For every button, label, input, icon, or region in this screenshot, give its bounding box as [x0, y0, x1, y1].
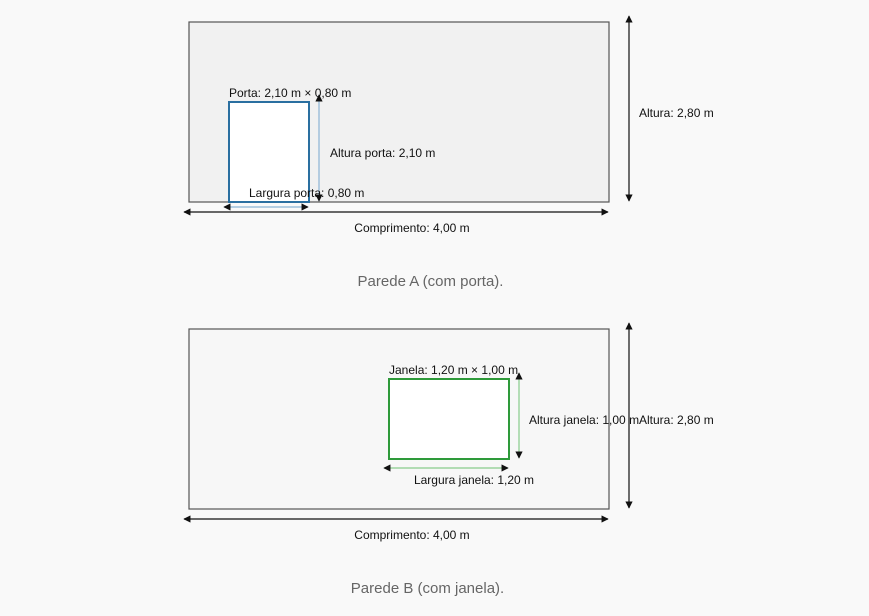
wall-a-length-label: Comprimento: 4,00 m — [354, 221, 469, 235]
wall-b-diagram: Janela: 1,20 m × 1,00 m Altura janela: 1… — [183, 322, 714, 542]
window-width-label: Largura janela: 1,20 m — [414, 473, 534, 487]
wall-a-caption: Parede A (com porta). — [357, 273, 504, 290]
window-label: Janela: 1,20 m × 1,00 m — [389, 363, 518, 377]
wall-b-height-label: Altura: 2,80 m — [639, 413, 714, 427]
wall-b-length-label: Comprimento: 4,00 m — [354, 528, 469, 542]
wall-b-caption: Parede B (com janela). — [350, 580, 505, 597]
wall-a-diagram: Porta: 2,10 m × 0,80 m Altura porta: 2,1… — [183, 15, 714, 235]
door-height-label: Altura porta: 2,10 m — [330, 146, 435, 160]
window-rect — [388, 378, 510, 460]
wall-a-height-label: Altura: 2,80 m — [639, 106, 714, 120]
door-width-label: Largura porta: 0,80 m — [249, 186, 364, 200]
door-label: Porta: 2,10 m × 0,80 m — [229, 86, 351, 100]
window-height-label: Altura janela: 1,00 m — [529, 413, 639, 427]
door-rect — [228, 101, 310, 203]
